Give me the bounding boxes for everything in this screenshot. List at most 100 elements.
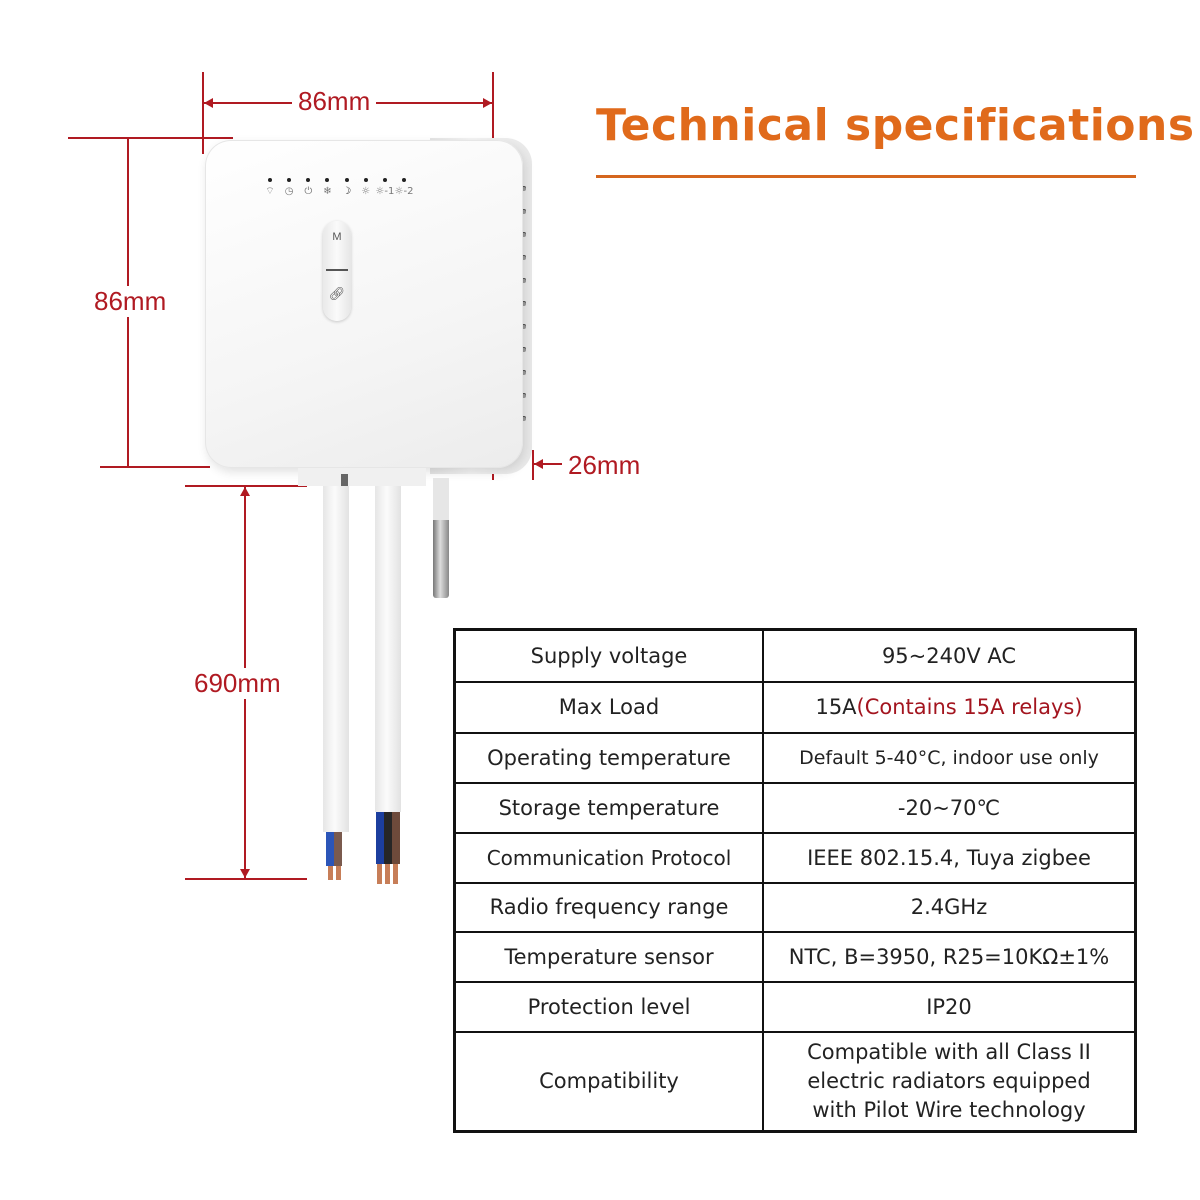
indicator-clock: ◷ bbox=[281, 178, 297, 206]
blue-wire bbox=[376, 812, 384, 864]
width-label: 86mm bbox=[292, 86, 377, 117]
table-row: Protection level IP20 bbox=[453, 980, 1137, 1033]
page-title: Technical specifications bbox=[596, 100, 1195, 151]
device-bottom-bracket bbox=[298, 468, 426, 486]
depth-dim-arrow-line bbox=[534, 463, 562, 465]
spec-label: Compatibility bbox=[453, 1030, 764, 1133]
indicator-snowflake: ❄ bbox=[319, 178, 335, 206]
cable-length-label: 690mm bbox=[188, 668, 287, 699]
width-dim-extension-right bbox=[492, 72, 494, 154]
spec-value: IP20 bbox=[762, 980, 1137, 1033]
table-row: Communication Protocol IEEE 802.15.4, Tu… bbox=[453, 831, 1137, 884]
mode-button-label[interactable]: M bbox=[332, 231, 342, 243]
copper-tip bbox=[393, 864, 398, 884]
table-row: Operating temperature Default 5-40°C, in… bbox=[453, 731, 1137, 784]
height-dim-extension-top bbox=[68, 137, 233, 139]
height-label: 86mm bbox=[88, 286, 173, 317]
led-dot bbox=[306, 178, 311, 182]
spec-value: 15A(Contains 15A relays) bbox=[762, 680, 1137, 734]
max-load-value: 15A bbox=[815, 695, 857, 719]
led-dot bbox=[325, 178, 330, 182]
spec-value: IEEE 802.15.4, Tuya zigbee bbox=[762, 831, 1137, 884]
copper-tip bbox=[385, 864, 390, 884]
led-dot bbox=[268, 178, 272, 182]
led-dot bbox=[344, 178, 349, 182]
temperature-sensor-probe bbox=[433, 520, 449, 598]
cable-dim-extension-top bbox=[185, 485, 307, 487]
spec-value: Compatible with all Class II electric ra… bbox=[762, 1030, 1137, 1133]
compat-line: Compatible with all Class II bbox=[807, 1039, 1091, 1064]
indicator-power: ⏻ bbox=[300, 178, 316, 206]
spec-label: Max Load bbox=[453, 680, 764, 734]
indicator-sun-minus-1: ☼-1 bbox=[375, 178, 395, 206]
spec-label: Protection level bbox=[453, 980, 764, 1033]
spec-value: NTC, B=3950, R25=10KΩ±1% bbox=[762, 930, 1137, 983]
spec-label: Radio frequency range bbox=[453, 881, 764, 933]
arrow-left-icon bbox=[204, 98, 213, 108]
pilot-wire-cable bbox=[375, 486, 401, 812]
indicator-sun-minus-2: ☼-2 bbox=[394, 178, 414, 206]
cable-dim-extension-bottom bbox=[185, 878, 307, 880]
moon-icon: ☽ bbox=[342, 186, 352, 197]
led-dot bbox=[287, 178, 292, 182]
spec-value: 95~240V AC bbox=[762, 628, 1137, 683]
snowflake-icon: ❄ bbox=[323, 186, 332, 197]
indicator-row: ⌔ ◷ ⏻ ❄ ☽ ☼ ☼-1 ☼-2 bbox=[262, 178, 414, 206]
width-dim-extension-left bbox=[202, 72, 204, 154]
indicator-wifi: ⌔ bbox=[262, 178, 278, 206]
terminal-screw bbox=[341, 474, 348, 486]
arrow-right-icon bbox=[483, 98, 492, 108]
indicator-label: -2 bbox=[403, 186, 414, 197]
spec-value: Default 5-40°C, indoor use only bbox=[762, 731, 1137, 784]
table-row: Supply voltage 95~240V AC bbox=[453, 628, 1137, 683]
indicator-sun: ☼ bbox=[358, 178, 374, 206]
spec-label: Temperature sensor bbox=[453, 930, 764, 983]
table-row: Compatibility Compatible with all Class … bbox=[453, 1030, 1137, 1133]
sun-minus-2-icon: ☼-2 bbox=[394, 186, 414, 197]
clock-icon: ◷ bbox=[284, 186, 294, 197]
depth-label: 26mm bbox=[568, 450, 641, 480]
power-cable bbox=[323, 486, 349, 832]
arrow-up-icon bbox=[240, 487, 250, 496]
copper-tip bbox=[328, 866, 333, 880]
led-dot bbox=[382, 178, 387, 182]
compat-line: electric radiators equipped bbox=[807, 1068, 1091, 1093]
compat-line: with Pilot Wire technology bbox=[812, 1097, 1086, 1122]
sensor-probe-cable bbox=[433, 478, 449, 520]
sun-minus-1-icon: ☼-1 bbox=[375, 186, 395, 197]
blue-wire bbox=[326, 832, 334, 866]
led-dot bbox=[363, 178, 368, 182]
indicator-label: -1 bbox=[384, 186, 395, 197]
sun-icon: ☼ bbox=[361, 186, 371, 197]
indicator-moon: ☽ bbox=[339, 178, 355, 206]
device-front-panel bbox=[205, 140, 523, 468]
brown-wire bbox=[334, 832, 342, 866]
table-row: Temperature sensor NTC, B=3950, R25=10KΩ… bbox=[453, 930, 1137, 983]
device-button[interactable]: M 🔗︎ bbox=[323, 221, 351, 321]
table-row: Storage temperature -20~70℃ bbox=[453, 781, 1137, 834]
brown-wire bbox=[392, 812, 400, 864]
table-row: Max Load 15A(Contains 15A relays) bbox=[453, 680, 1137, 734]
spec-label: Storage temperature bbox=[453, 781, 764, 834]
depth-dim-extension-right bbox=[532, 450, 534, 480]
height-dim-extension-bottom bbox=[100, 466, 210, 468]
spec-value: -20~70℃ bbox=[762, 781, 1137, 834]
copper-tip bbox=[377, 864, 382, 884]
relay-note: (Contains 15A relays) bbox=[856, 695, 1083, 719]
copper-tip bbox=[336, 866, 341, 880]
spec-label: Communication Protocol bbox=[453, 831, 764, 884]
spec-value: 2.4GHz bbox=[762, 881, 1137, 933]
link-icon[interactable]: 🔗︎ bbox=[328, 287, 346, 302]
led-dot bbox=[401, 178, 406, 182]
arrow-down-icon bbox=[240, 869, 250, 878]
title-underline bbox=[596, 175, 1136, 178]
wifi-icon: ⌔ bbox=[265, 186, 275, 197]
spec-table: Supply voltage 95~240V AC Max Load 15A(C… bbox=[453, 628, 1137, 1133]
power-icon: ⏻ bbox=[304, 186, 313, 197]
arrow-left-icon bbox=[534, 459, 543, 469]
spec-label: Supply voltage bbox=[453, 628, 764, 683]
black-wire bbox=[384, 812, 392, 864]
spec-label: Operating temperature bbox=[453, 731, 764, 784]
button-divider bbox=[326, 269, 348, 271]
table-row: Radio frequency range 2.4GHz bbox=[453, 881, 1137, 933]
